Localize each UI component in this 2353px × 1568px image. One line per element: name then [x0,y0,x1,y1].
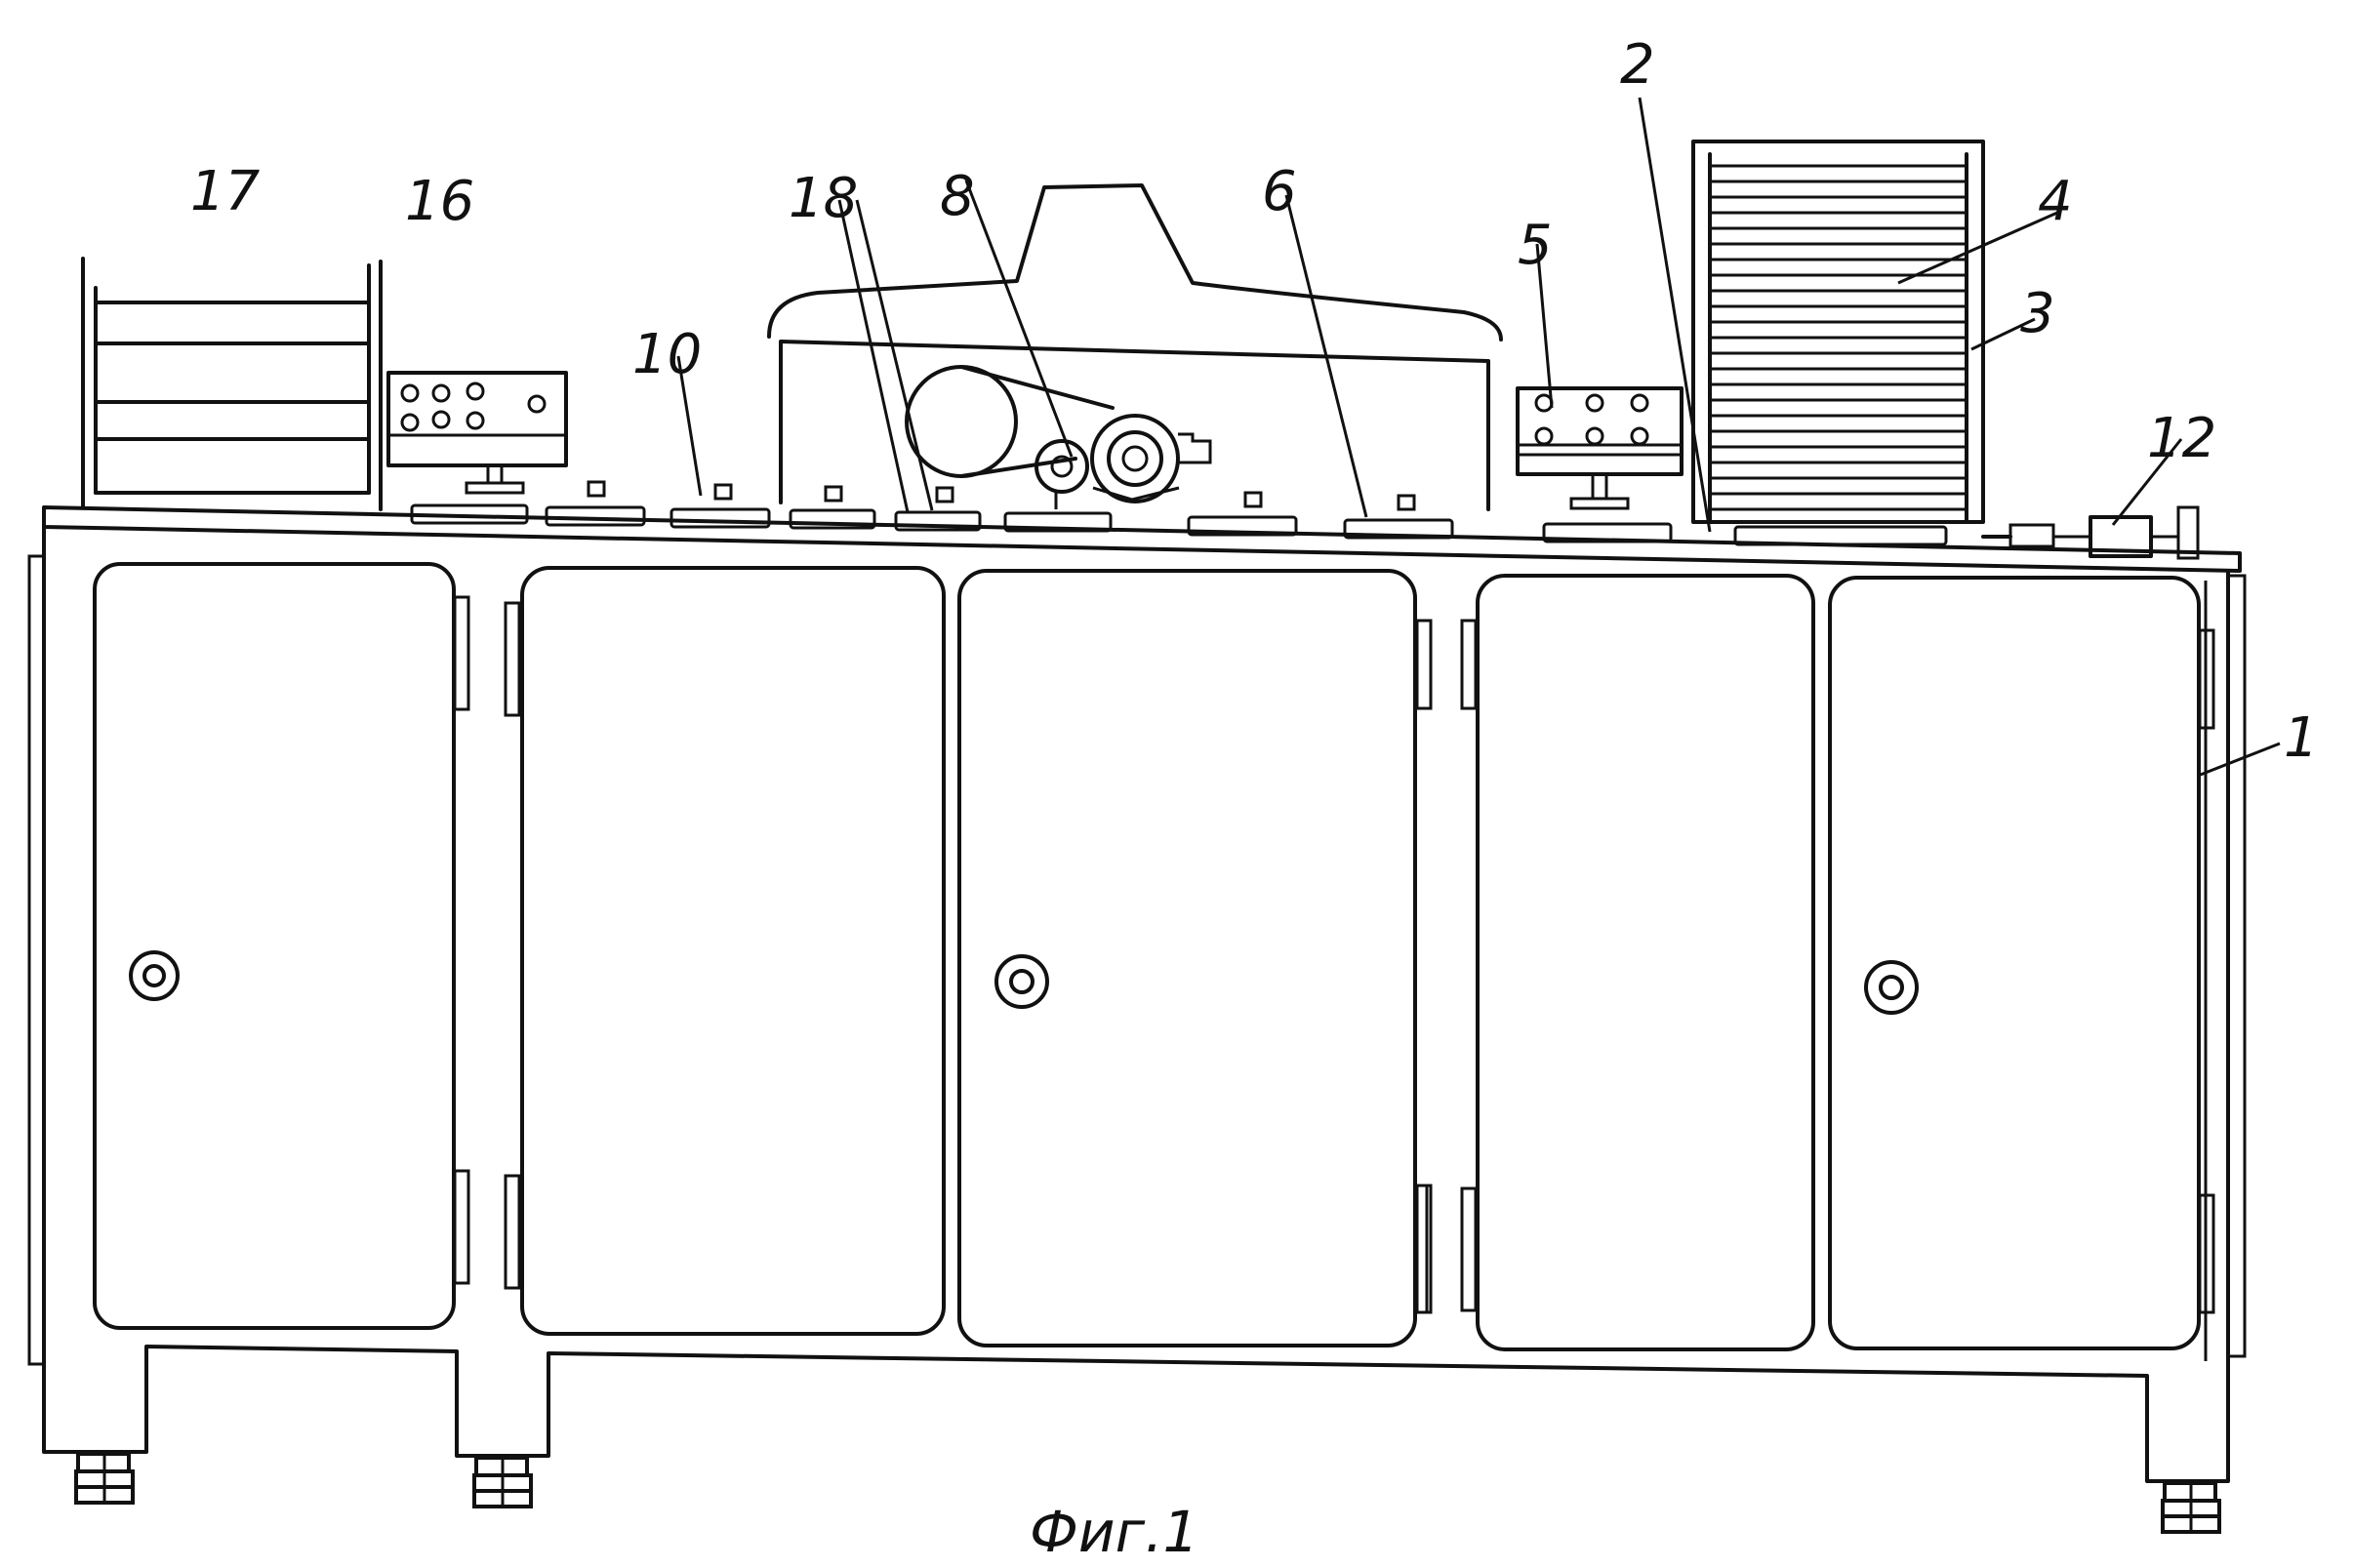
foot-right [2163,1483,2219,1532]
cabinet-doors [95,564,2213,1349]
conveyor-slats [412,482,1946,544]
unit-16 [388,373,566,493]
label-8: 8 [940,165,975,228]
machine-frame [29,507,2245,1481]
foot-left [76,1454,133,1503]
door-5 [1830,578,2213,1348]
foot-middle [474,1458,531,1507]
door-2 [506,568,944,1334]
door-4 [1462,576,1813,1349]
label-17: 17 [190,160,261,223]
figure-caption: Фиг.1 [1030,1499,1198,1565]
label-6: 6 [1262,160,1297,223]
door-3 [959,571,1431,1346]
label-12: 12 [2147,407,2216,470]
drive-housing [769,185,1501,509]
input-stack [1693,141,1983,522]
stack-sheets [1710,166,1967,509]
label-1: 1 [2284,706,2319,770]
label-2: 2 [1620,33,1655,97]
reference-labels: 17 16 10 18 8 6 5 2 4 3 12 1 Фиг.1 [190,33,2319,1565]
label-10: 10 [632,323,702,386]
label-18: 18 [789,167,858,230]
label-3: 3 [2020,282,2055,345]
unit-5 [1518,388,1682,508]
label-5: 5 [1518,214,1553,277]
output-magazine [83,259,381,509]
label-16: 16 [405,170,474,233]
label-4: 4 [2038,170,2073,233]
door-1 [95,564,468,1328]
